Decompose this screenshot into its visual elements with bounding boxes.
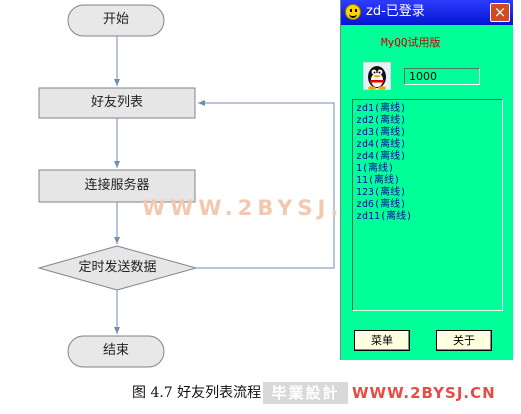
- title-bar[interactable]: zd-已登录 ×: [341, 0, 513, 25]
- friend-item[interactable]: zd1(离线): [356, 103, 407, 114]
- close-button[interactable]: ×: [490, 3, 510, 22]
- site-url: WWW.2BYSJ.CN: [352, 384, 496, 402]
- smiley-icon: [345, 4, 361, 20]
- flowchart-graphic: [37, 4, 335, 368]
- start-label: 开始: [102, 12, 129, 27]
- watermark: WWW.2BYSJ.C: [142, 196, 364, 220]
- menu-button[interactable]: 菜单: [354, 330, 410, 351]
- site-stamp: 毕業設計: [263, 382, 348, 404]
- friend-item[interactable]: zd4(离线): [356, 151, 407, 162]
- friend-item[interactable]: zd4(离线): [356, 139, 407, 150]
- friend-list-label: 好友列表: [90, 95, 143, 110]
- loop-back-line: [196, 100, 335, 269]
- window-title: zd-已登录: [366, 4, 425, 19]
- friend-item[interactable]: zd3(离线): [356, 127, 407, 138]
- qq-window: zd-已登录 × MyQQ试用版 1000 zd1(离线) zd2(离线) zd…: [340, 0, 513, 360]
- flowchart: 开始 好友列表 连接服务器 定时发送数据 结束: [37, 4, 335, 368]
- friend-item[interactable]: zd6(离线): [356, 199, 407, 210]
- start-node: [67, 4, 165, 37]
- qq-number-field[interactable]: 1000: [404, 68, 480, 85]
- friend-item[interactable]: zd2(离线): [356, 115, 407, 126]
- close-icon: ×: [493, 3, 507, 21]
- figure-caption: 图 4.7 好友列表流程: [132, 385, 262, 401]
- end-node: [67, 335, 165, 368]
- friend-item[interactable]: 1(离线): [356, 163, 395, 174]
- connect-server-label: 连接服务器: [84, 178, 150, 193]
- send-data-label: 定时发送数据: [78, 260, 157, 275]
- qq-penguin-icon: [363, 62, 391, 90]
- edition-label: MyQQ试用版: [381, 36, 441, 49]
- friend-item[interactable]: zd11(离线): [356, 211, 413, 222]
- friend-list[interactable]: zd1(离线) zd2(离线) zd3(离线) zd4(离线) zd4(离线) …: [352, 99, 503, 311]
- friend-item[interactable]: 11(离线): [356, 175, 401, 186]
- end-label: 结束: [102, 343, 129, 358]
- friend-item[interactable]: 123(离线): [356, 187, 407, 198]
- about-button[interactable]: 关于: [436, 330, 492, 351]
- friend-list-node: [38, 87, 196, 119]
